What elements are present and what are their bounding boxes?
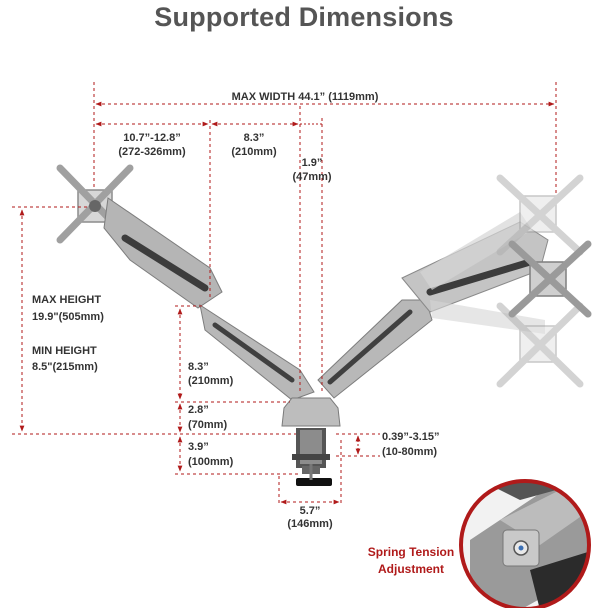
pole-width-mm: (47mm) [292,171,331,183]
min-height-value: 8.5"(215mm) [32,361,98,373]
left-arm [103,197,315,401]
max-width-label: MAX WIDTH 44.1” (1119mm) [232,91,379,103]
arm-outer-inches: 10.7”-12.8” [123,132,180,144]
desk-thickness-inches: 0.39”-3.15” [382,431,439,443]
pole-width-inches: 1.9” [302,157,323,169]
base-width-inches: 5.7” [300,505,321,517]
arm-inner-inches: 8.3” [244,132,265,144]
arm-height-inches: 8.3” [188,361,209,373]
base-width-mm: (146mm) [287,518,333,530]
min-height-title: MIN HEIGHT [32,345,97,357]
arm-outer-mm: (272-326mm) [118,146,186,158]
max-height-title: MAX HEIGHT [32,294,101,306]
clamp-depth-inches: 3.9” [188,441,209,453]
dimension-lines [12,82,557,506]
base-height-mm: (70mm) [188,419,227,431]
right-vesa-plates [496,174,584,388]
arm-inner-mm: (210mm) [231,146,277,158]
callout-line-1: Spring Tension [368,545,454,559]
callout-line-2: Adjustment [378,562,444,576]
page-title: Supported Dimensions [154,2,454,32]
spring-tension-callout: Spring Tension Adjustment [368,479,591,608]
arm-height-mm: (210mm) [188,375,234,387]
clamp-depth-mm: (100mm) [188,456,234,468]
max-height-value: 19.9"(505mm) [32,311,104,323]
right-vesa-plate-main [508,240,592,318]
desk-thickness-mm: (10-80mm) [382,446,437,458]
base-height-inches: 2.8” [188,404,209,416]
base-and-clamp [281,397,341,486]
dimension-labels: MAX WIDTH 44.1” (1119mm) 10.7”-12.8” (27… [32,91,439,530]
left-vesa-plate [56,164,134,244]
